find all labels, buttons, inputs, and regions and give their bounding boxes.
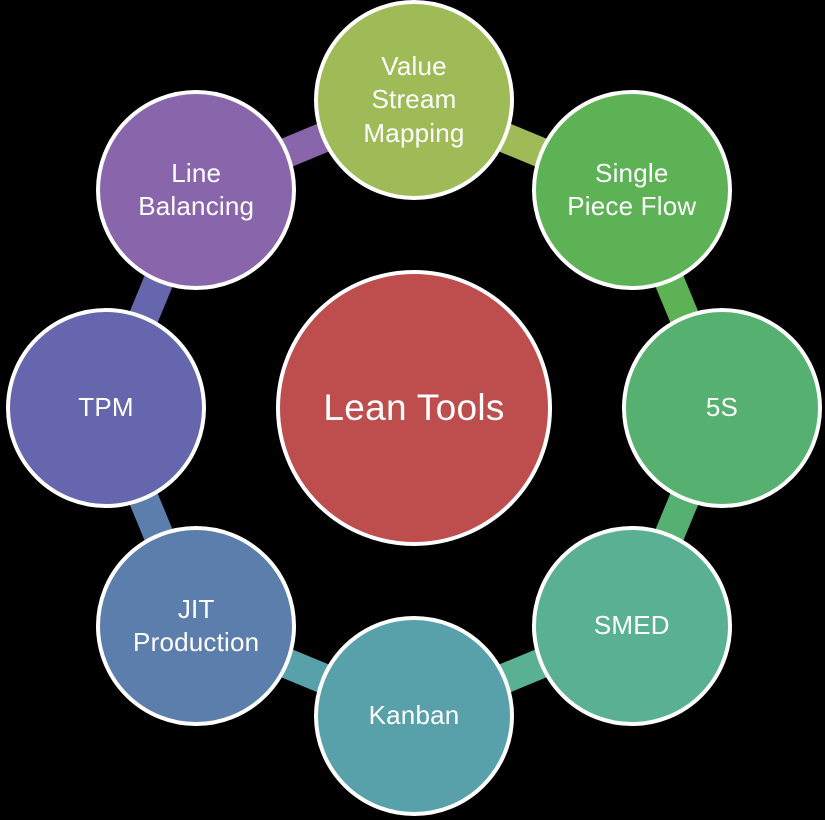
node-circle-tpm: TPM (6, 308, 206, 508)
node-circle-line-balancing: Line Balancing (96, 90, 297, 291)
node-label-smed: SMED (593, 610, 670, 641)
node-circle-single-piece-flow: Single Piece Flow (531, 90, 732, 291)
node-label-kanban: Kanban (368, 700, 460, 731)
node-label-tpm: TPM (78, 392, 134, 423)
node-label-line-balancing: Line Balancing (138, 157, 255, 222)
node-circle-5s: 5S (622, 308, 822, 508)
node-label-5s: 5S (705, 392, 739, 423)
center-circle-lean-tools: Lean Tools (276, 270, 552, 546)
node-circle-value-stream-mapping: Value Stream Mapping (314, 0, 514, 200)
node-label-single-piece-flow: Single Piece Flow (567, 157, 697, 222)
node-circle-kanban: Kanban (314, 616, 514, 816)
node-circle-smed: SMED (531, 525, 732, 726)
node-label-jit-production: JIT Production (133, 593, 260, 657)
center-label: Lean Tools (323, 387, 505, 428)
node-circle-jit-production: JIT Production (96, 525, 297, 726)
node-label-value-stream-mapping: Value Stream Mapping (363, 51, 465, 148)
